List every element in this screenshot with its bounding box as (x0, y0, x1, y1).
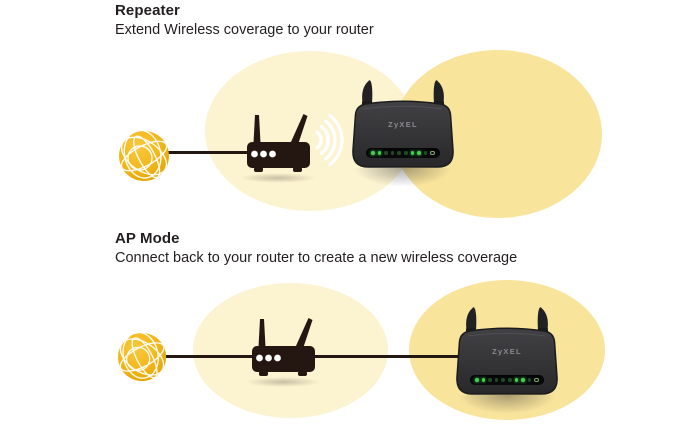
ethernet-cable (164, 355, 256, 358)
zyxel-access-point: ZyXEL (451, 305, 563, 397)
led-bar (470, 375, 544, 385)
section-title: Repeater (115, 2, 180, 19)
zyxel-logo: ZyXEL (388, 120, 418, 129)
led-indicator (534, 377, 539, 382)
led-indicator (527, 378, 532, 382)
led-indicator (481, 378, 486, 382)
led-bar (366, 148, 440, 158)
led-indicator (423, 151, 428, 155)
led-indicator (410, 151, 415, 155)
led-indicator (475, 378, 479, 382)
led-indicator (371, 151, 375, 155)
section-subtitle: Extend Wireless coverage to your router (115, 22, 374, 39)
led-indicator (404, 151, 408, 155)
led-indicator (390, 151, 395, 155)
section-title: AP Mode (115, 230, 180, 247)
ap-mode-header: AP Mode Connect back to your router to c… (115, 230, 517, 267)
internet-globe-icon (119, 131, 169, 181)
led-indicator (377, 151, 382, 155)
wireless-router-icon (252, 318, 315, 376)
zyxel-access-point: ZyXEL (347, 78, 459, 170)
internet-globe-icon (117, 332, 167, 382)
ethernet-cable (310, 355, 463, 358)
led-indicator (501, 378, 505, 382)
led-indicator (508, 378, 512, 382)
led-indicator (417, 151, 421, 155)
zyxel-logo: ZyXEL (492, 347, 522, 356)
wireless-router-icon (247, 114, 310, 172)
led-indicator (384, 151, 388, 155)
repeater-header: Repeater Extend Wireless coverage to you… (115, 2, 374, 39)
led-indicator (430, 150, 435, 155)
led-indicator (514, 378, 519, 382)
led-indicator (397, 151, 401, 155)
led-indicator (488, 378, 492, 382)
led-indicator (494, 378, 499, 382)
section-subtitle: Connect back to your router to create a … (115, 250, 518, 267)
led-indicator (521, 378, 525, 382)
wifi-signal-icon (315, 113, 344, 167)
ethernet-cable (166, 151, 251, 154)
